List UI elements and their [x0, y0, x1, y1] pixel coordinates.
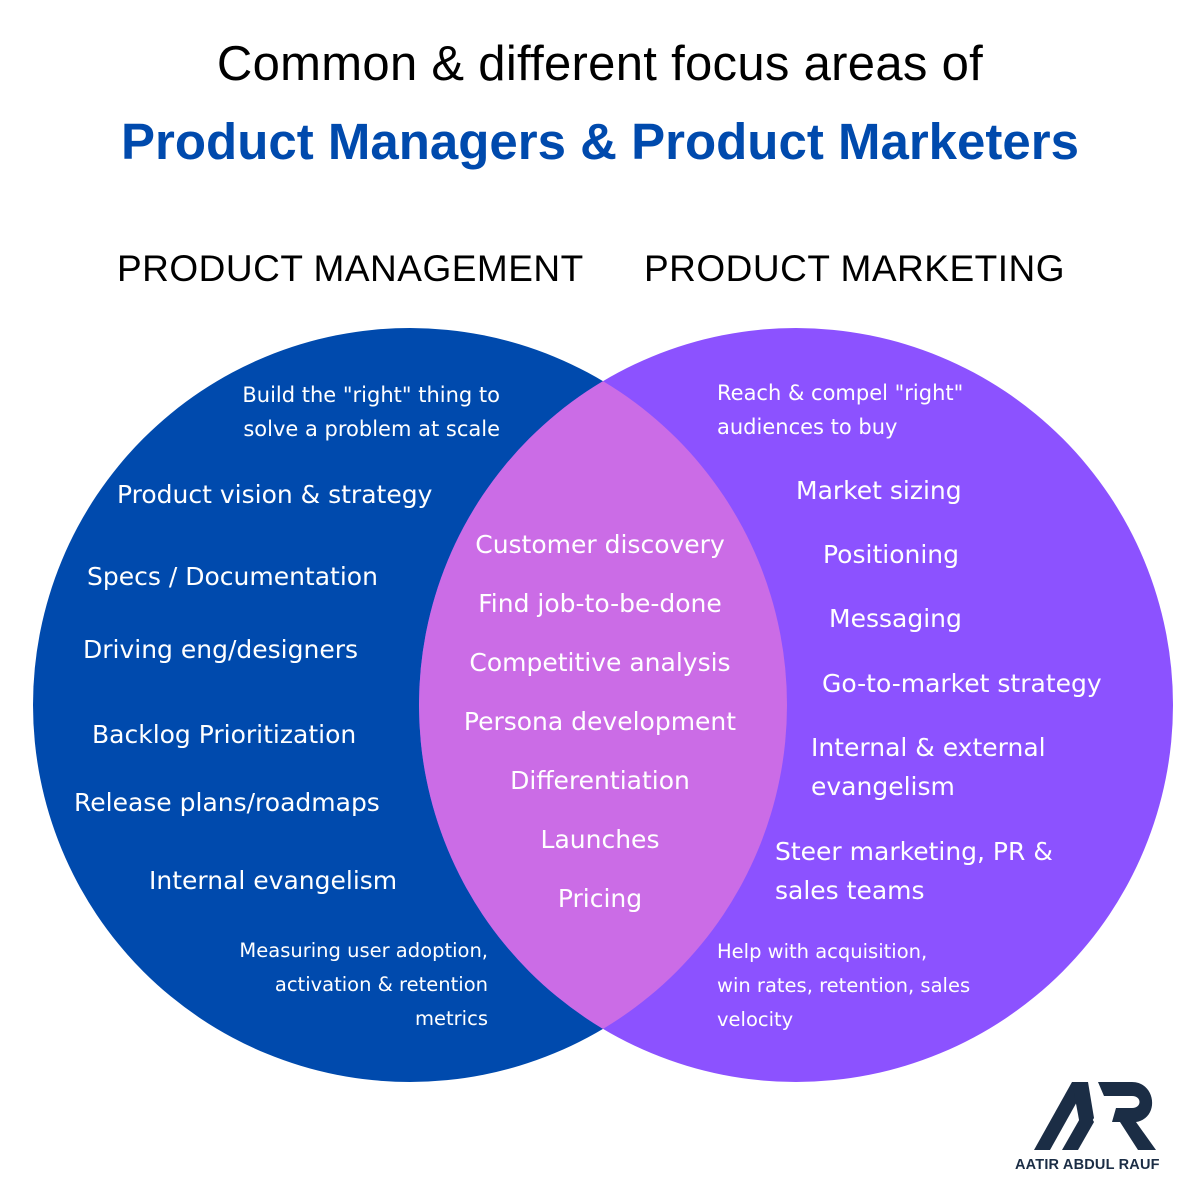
- common-item: Competitive analysis: [469, 648, 731, 677]
- marketing-steer-line: Steer marketing, PR &: [775, 837, 1053, 866]
- marketing-summary-line: Reach & compel "right": [717, 381, 964, 405]
- marketing-metrics-line: Help with acquisition,: [717, 940, 928, 963]
- marketing-item: Messaging: [829, 604, 962, 633]
- common-item: Find job-to-be-done: [478, 589, 722, 618]
- marketing-evangelism-line: evangelism: [811, 772, 955, 801]
- management-summary: Build the "right" thing to solve a probl…: [190, 378, 500, 446]
- logo-caption: AATIR ABDUL RAUF: [1015, 1157, 1160, 1173]
- management-item: Backlog Prioritization: [92, 720, 357, 749]
- marketing-metrics-line: velocity: [717, 1008, 794, 1031]
- management-summary-line: solve a problem at scale: [243, 417, 500, 441]
- management-item: Internal evangelism: [149, 866, 398, 895]
- marketing-item: Market sizing: [796, 476, 962, 505]
- marketing-item: Positioning: [823, 540, 959, 569]
- common-item: Launches: [540, 825, 660, 854]
- management-item: Release plans/roadmaps: [74, 788, 380, 817]
- common-item: Differentiation: [510, 766, 690, 795]
- marketing-steer: Steer marketing, PR & sales teams: [775, 832, 1053, 910]
- management-item: Driving eng/designers: [83, 635, 359, 664]
- title-line-1: Common & different focus areas of: [216, 37, 984, 91]
- ar-monogram-icon: [1034, 1082, 1156, 1150]
- common-item: Persona development: [463, 707, 737, 736]
- marketing-metrics: Help with acquisition, win rates, retent…: [717, 935, 970, 1037]
- overlap-region: [419, 328, 787, 1082]
- header-product-marketing: PRODUCT MARKETING: [644, 248, 1066, 289]
- marketing-steer-line: sales teams: [775, 876, 925, 905]
- management-item: Specs / Documentation: [87, 562, 378, 591]
- marketing-summary-line: audiences to buy: [717, 415, 898, 439]
- management-metrics-line: metrics: [415, 1007, 488, 1030]
- management-summary-line: Build the "right" thing to: [242, 383, 500, 407]
- marketing-evangelism-line: Internal & external: [811, 733, 1046, 762]
- common-item: Pricing: [557, 884, 643, 913]
- marketing-evangelism: Internal & external evangelism: [811, 732, 1046, 806]
- management-metrics-line: Measuring user adoption,: [239, 939, 488, 962]
- management-item: Product vision & strategy: [117, 480, 433, 509]
- common-item: Customer discovery: [475, 530, 725, 559]
- marketing-summary: Reach & compel "right" audiences to buy: [717, 376, 963, 444]
- marketing-metrics-line: win rates, retention, sales: [717, 974, 971, 997]
- management-metrics-line: activation & retention: [274, 973, 488, 996]
- marketing-item: Go-to-market strategy: [822, 669, 1102, 698]
- management-metrics: Measuring user adoption, activation & re…: [190, 934, 488, 1036]
- header-product-management: PRODUCT MANAGEMENT: [117, 248, 584, 289]
- title-line-2: Product Managers & Product Marketers: [121, 113, 1079, 170]
